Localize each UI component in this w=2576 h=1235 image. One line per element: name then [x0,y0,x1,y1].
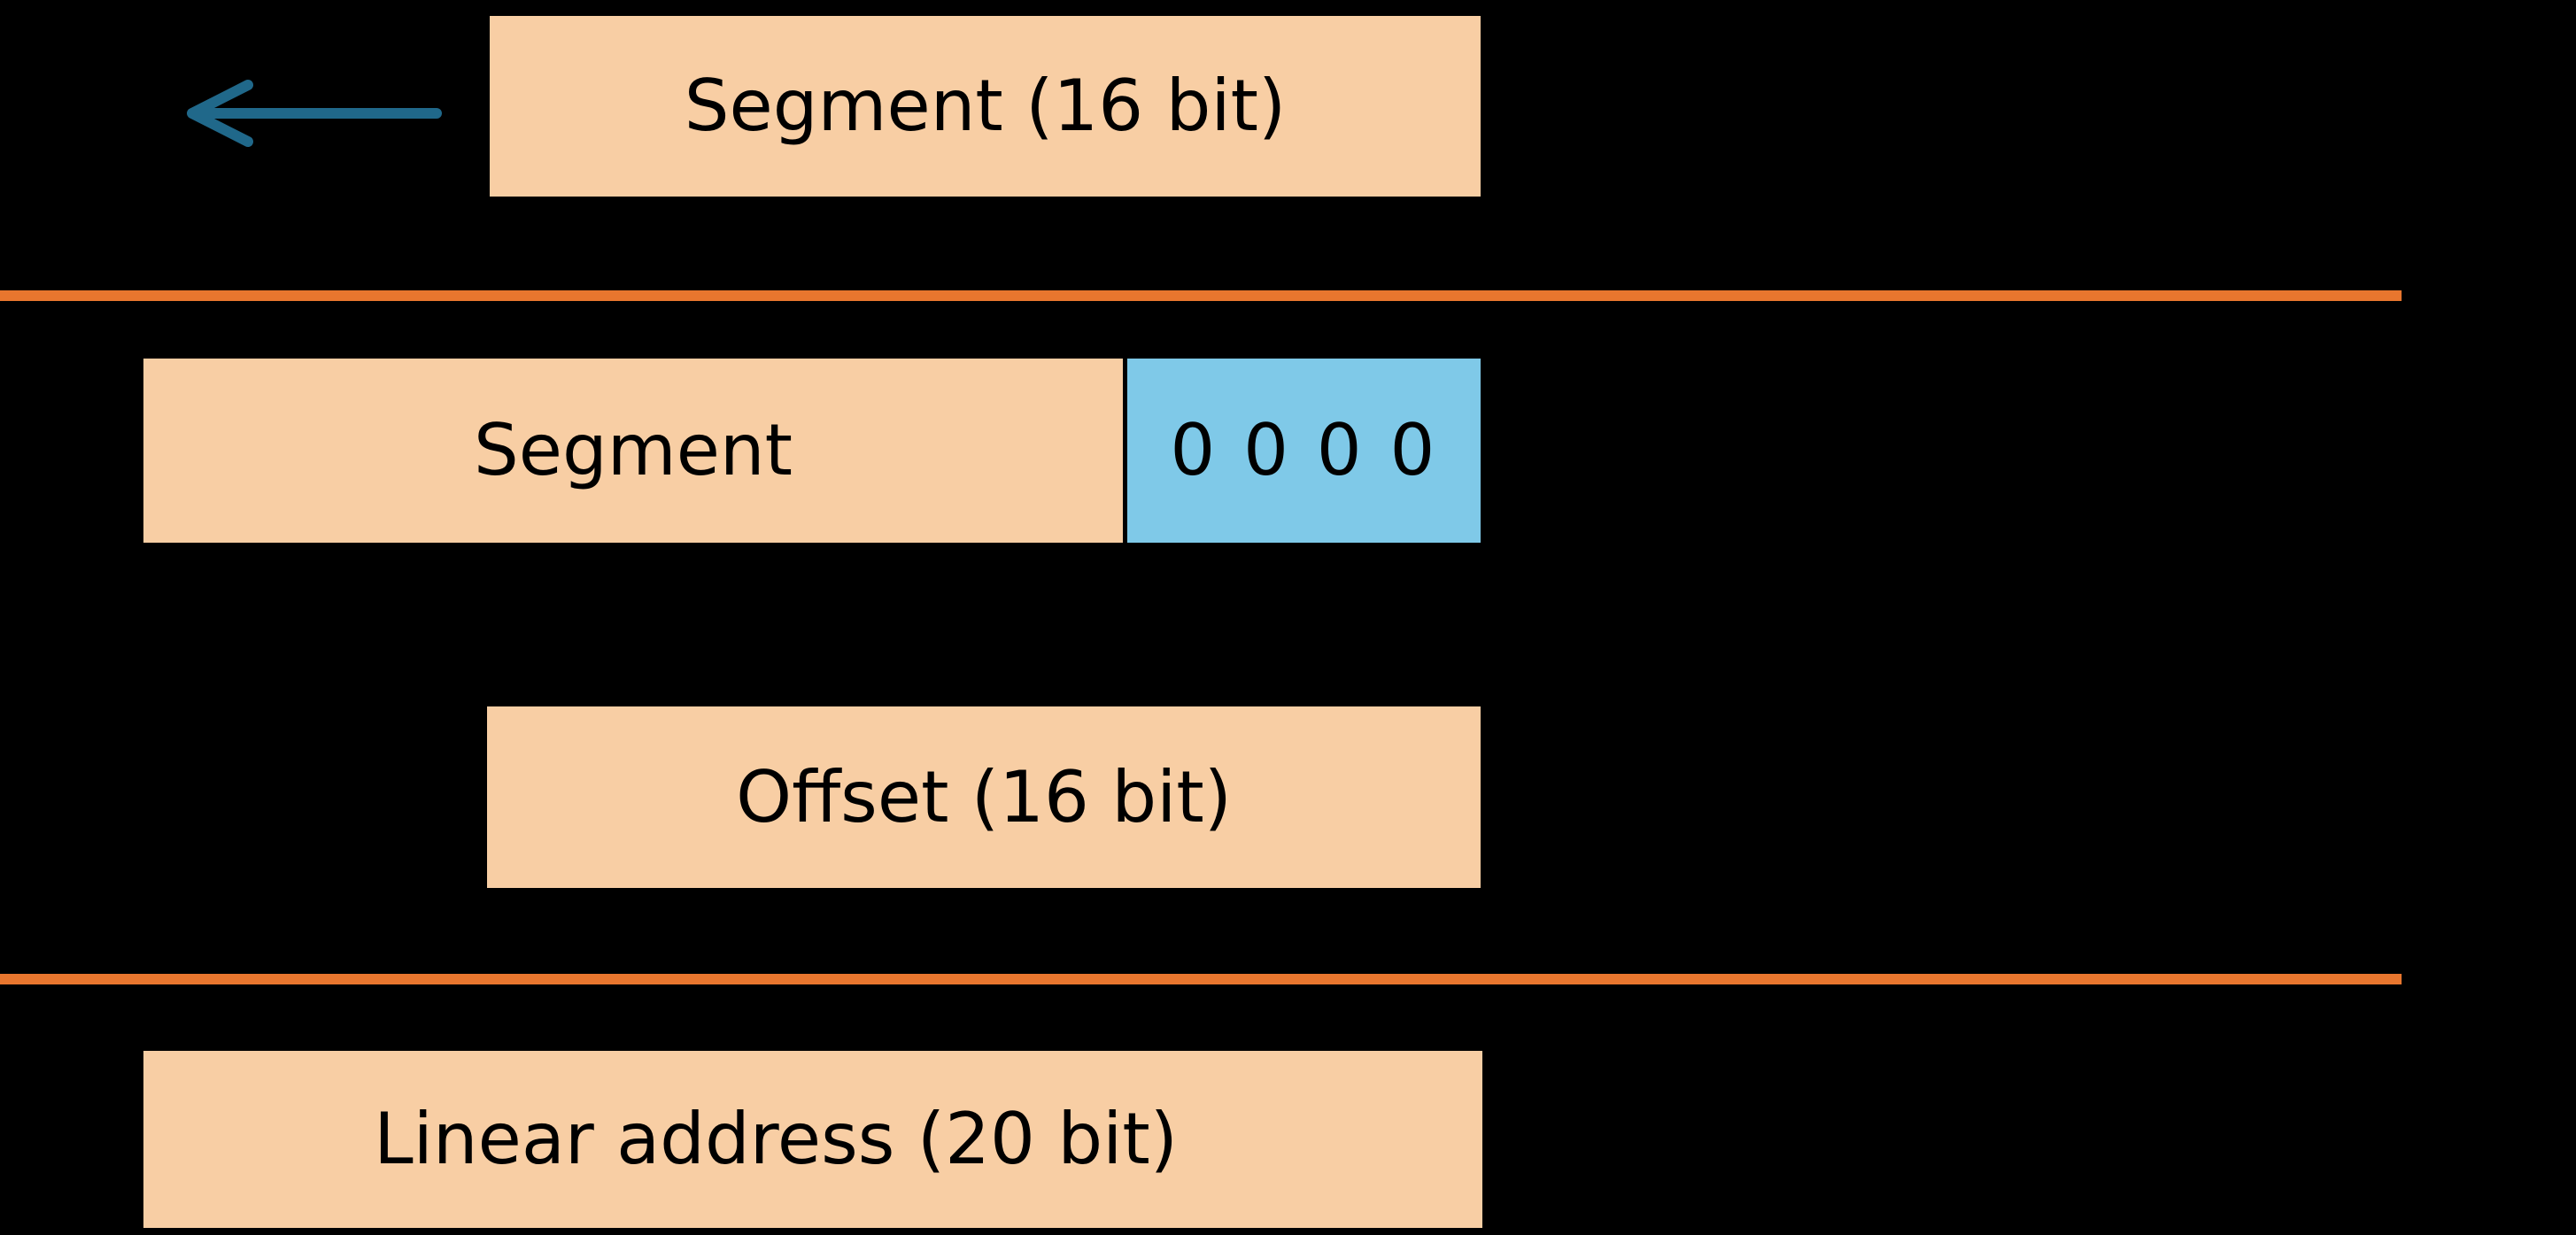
segment-16bit-label: Segment (16 bit) [684,65,1287,147]
appended-zero-bits-label: 0 0 0 0 [1170,409,1438,491]
linear-address-label: Linear address (20 bit) [374,1098,1178,1180]
segment-16bit-box: Segment (16 bit) [490,16,1481,197]
divider-line-top [0,290,2402,301]
offset-16bit-label: Offset (16 bit) [736,755,1232,838]
appended-zero-bits-box: 0 0 0 0 [1127,359,1481,543]
offset-16bit-box: Offset (16 bit) [487,706,1481,888]
segment-shifted-label: Segment [474,409,793,491]
segment-shifted-box: Segment [143,359,1123,543]
shift-left-arrow-icon [187,80,442,147]
left-arrow-strokes [187,80,442,147]
divider-line-bottom [0,974,2402,984]
linear-address-box: Linear address (20 bit) [143,1051,1482,1228]
